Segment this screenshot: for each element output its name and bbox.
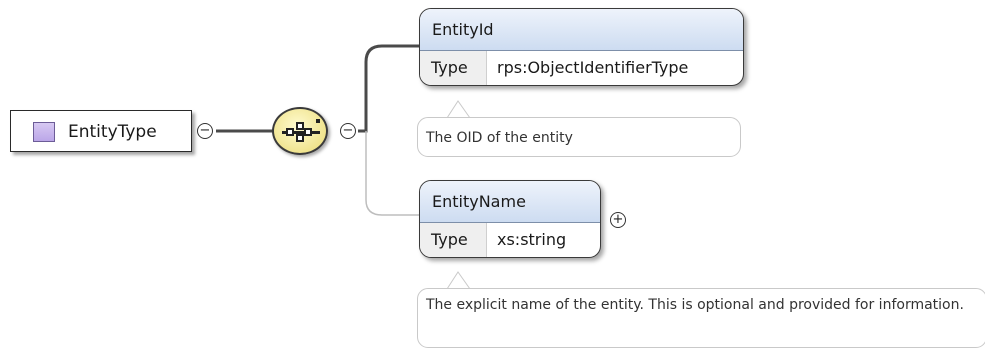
entity-name-name: EntityName bbox=[420, 181, 600, 223]
entity-id-type-label: Type bbox=[420, 51, 487, 85]
expand-entity-name-toggle[interactable]: + bbox=[610, 212, 626, 228]
entity-name-documentation: The explicit name of the entity. This is… bbox=[417, 288, 985, 348]
entity-id-type-row: Type rps:ObjectIdentifierType bbox=[420, 51, 743, 85]
entity-id-type-value: rps:ObjectIdentifierType bbox=[497, 58, 689, 77]
complex-type-icon bbox=[33, 122, 55, 142]
entity-id-documentation: The OID of the entity bbox=[417, 117, 741, 157]
entity-type-node[interactable]: EntityType bbox=[10, 110, 192, 152]
entity-name-type-value: xs:string bbox=[497, 230, 567, 249]
entity-name-type-label: Type bbox=[420, 223, 487, 257]
sequence-compositor-icon[interactable] bbox=[272, 107, 328, 155]
entity-name-type-row: Type xs:string bbox=[420, 223, 600, 257]
entity-id-name: EntityId bbox=[420, 9, 743, 51]
collapse-sequence-toggle[interactable]: − bbox=[340, 123, 356, 139]
collapse-entity-type-toggle[interactable]: − bbox=[197, 123, 213, 139]
entity-id-element[interactable]: EntityId Type rps:ObjectIdentifierType bbox=[419, 8, 744, 86]
entity-type-label: EntityType bbox=[68, 122, 157, 142]
entity-name-element[interactable]: EntityName Type xs:string bbox=[419, 180, 601, 258]
